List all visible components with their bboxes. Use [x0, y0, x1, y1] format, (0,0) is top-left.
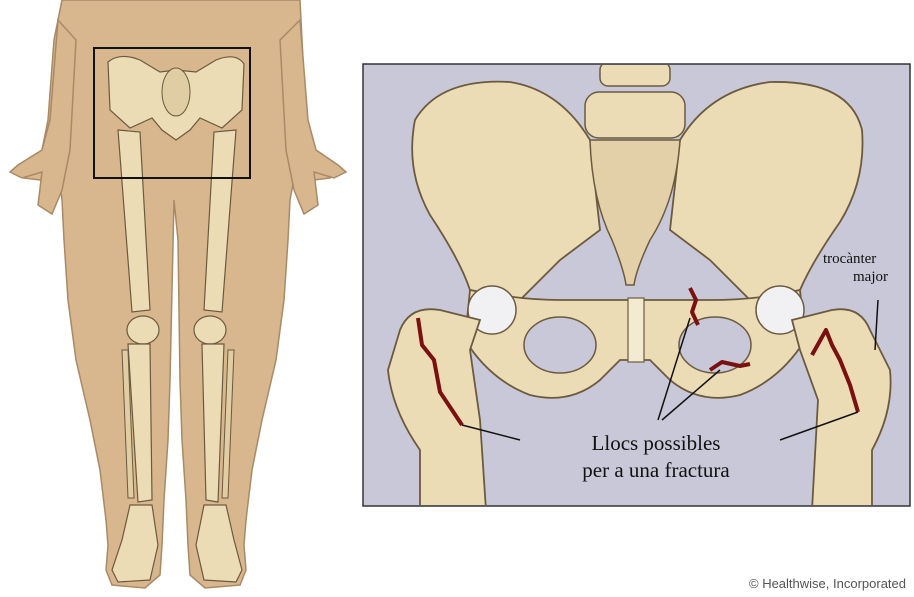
small-sacrum [162, 68, 190, 116]
obturator-left [524, 317, 596, 373]
body-figure [10, 0, 346, 588]
vertebra-lower [585, 92, 685, 138]
vertebra-top [600, 62, 670, 86]
right-knee [194, 316, 226, 344]
copyright-credit: © Healthwise, Incorporated [749, 576, 906, 591]
trochanter-label: trocànter major [823, 250, 888, 286]
pubic-symphysis [628, 298, 644, 362]
trochanter-label-line2: major [823, 268, 888, 286]
fracture-sites-label: Llocs possibles per a una fractura [536, 430, 776, 484]
fracture-label-line1: Llocs possibles [536, 430, 776, 457]
trochanter-label-line1: trocànter [823, 250, 888, 268]
fracture-label-line2: per a una fractura [536, 457, 776, 484]
left-knee [127, 316, 159, 344]
